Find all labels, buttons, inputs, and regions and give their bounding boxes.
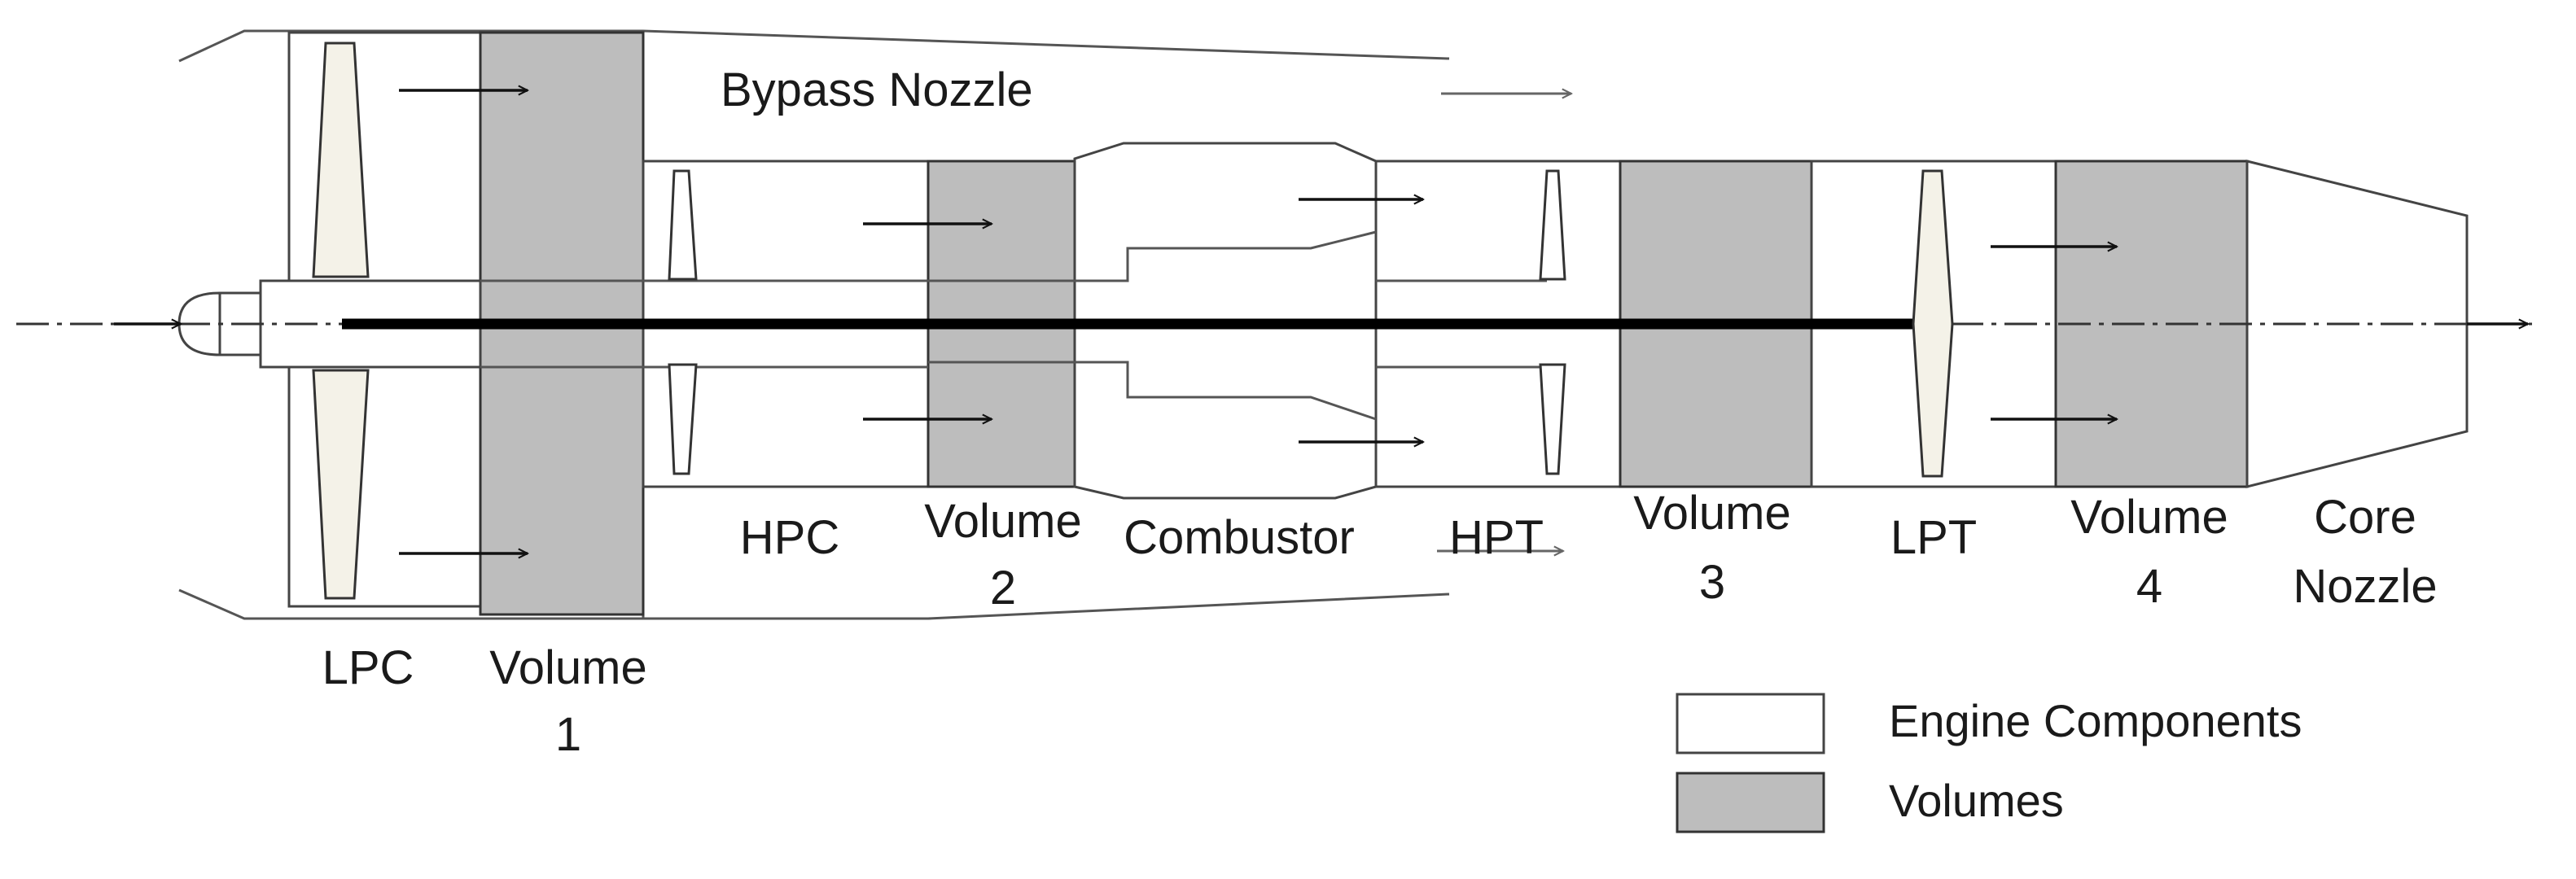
- legend-swatch-components: [1676, 693, 1825, 754]
- bypass-nozzle-label: Bypass Nozzle: [721, 63, 1033, 116]
- flow-arrows: [399, 90, 2117, 553]
- volume-4-label: Volume: [2070, 491, 2228, 544]
- combustor-liner: [928, 230, 1377, 421]
- volume-3-number: 3: [1699, 556, 1725, 609]
- volume-2-number: 2: [990, 562, 1016, 614]
- lpt-label: LPT: [1890, 511, 1977, 564]
- lpt-blade: [1912, 169, 1954, 478]
- legend-label-volumes: Volumes: [1889, 775, 2064, 826]
- volume-1-number: 1: [555, 708, 581, 761]
- legend-swatch-volumes: [1676, 772, 1825, 833]
- volume-3-label: Volume: [1633, 487, 1790, 540]
- hpc-blades: [668, 169, 698, 475]
- fan-blades: [312, 42, 370, 600]
- combustor-label: Combustor: [1124, 511, 1355, 564]
- core-nozzle-label: Core: [2314, 491, 2416, 544]
- volume-2-label: Volume: [924, 495, 1081, 548]
- volume-4-number: 4: [2136, 560, 2162, 613]
- lpc-label: LPC: [322, 641, 414, 694]
- core-nozzle-label-line2: Nozzle: [2293, 560, 2437, 613]
- legend: Engine Components Volumes: [1676, 693, 2302, 833]
- hpt-blades: [1539, 169, 1566, 475]
- legend-label-components: Engine Components: [1889, 695, 2302, 746]
- hpc-label: HPC: [740, 511, 839, 564]
- hpt-label: HPT: [1449, 511, 1544, 564]
- volume-1-label: Volume: [489, 641, 646, 694]
